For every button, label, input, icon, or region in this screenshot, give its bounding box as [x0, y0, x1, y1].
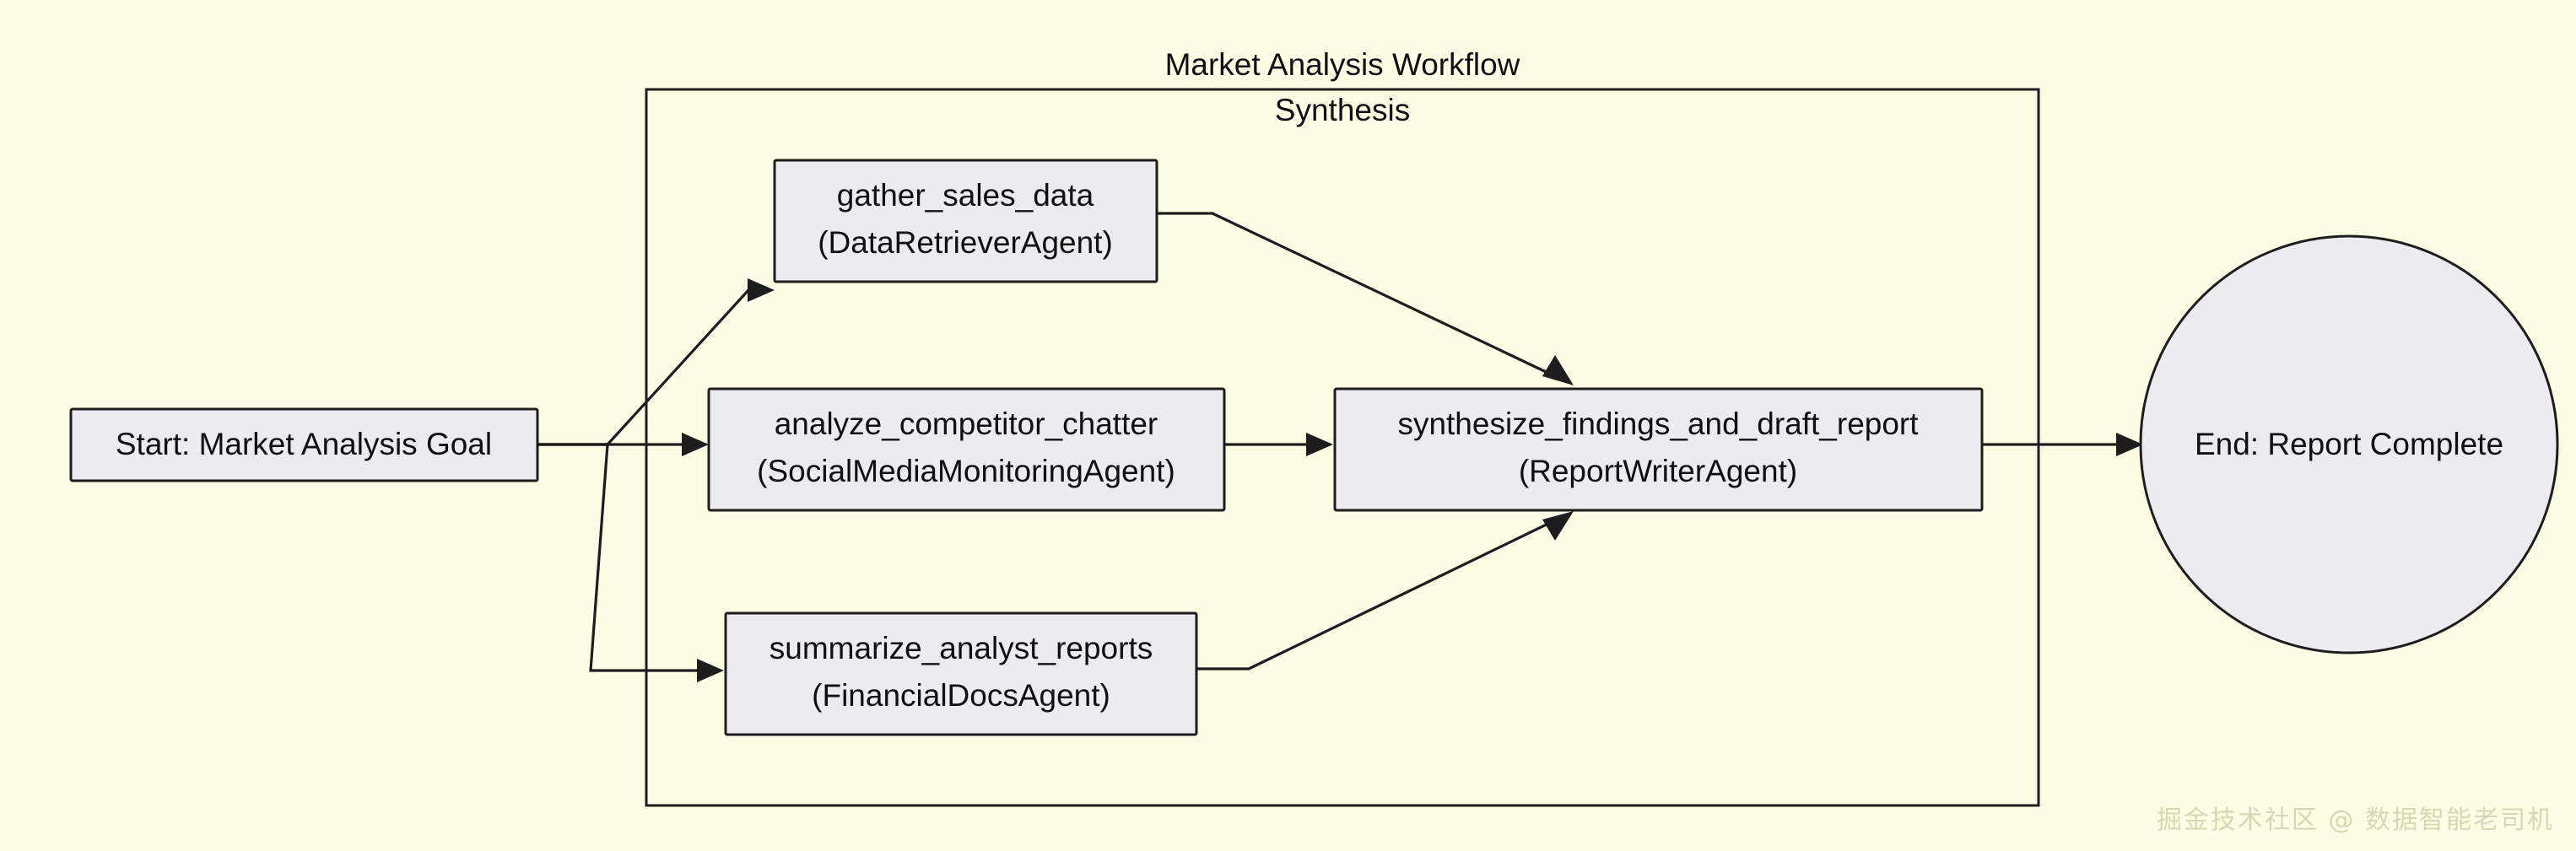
node-end-label: End: Report Complete	[2195, 427, 2503, 461]
subgraph-synthesis: Market Analysis Workflow Synthesis	[645, 47, 2040, 807]
arrow-head-icon	[682, 433, 709, 456]
watermark: 掘金技术社区 @ 数据智能老司机	[2156, 805, 2554, 835]
node-synthesize-label-line1: synthesize_findings_and_draft_report	[1397, 407, 1919, 441]
edge-group	[537, 212, 2143, 682]
node-start-label: Start: Market Analysis Goal	[116, 427, 492, 461]
node-gather-sales-data-label-line2: (DataRetrieverAgent)	[818, 225, 1113, 260]
node-summarize-analyst-reports-label-line1: summarize_analyst_reports	[770, 631, 1153, 665]
edge-path	[1157, 212, 1559, 380]
arrow-head-icon	[748, 278, 775, 302]
arrow-head-icon	[1542, 511, 1574, 541]
subgraph-title: Market Analysis Workflow	[1165, 47, 1520, 82]
arrow-head-icon	[697, 659, 724, 682]
subgraph-label: Synthesis	[1275, 93, 1410, 127]
node-synthesize-findings-and-draft-report[interactable]: synthesize_findings_and_draft_report (Re…	[1333, 387, 1984, 512]
node-gather-sales-data-shape[interactable]	[773, 159, 1158, 283]
node-summarize-analyst-reports-label-line2: (FinancialDocsAgent)	[812, 678, 1110, 713]
edge-path	[537, 443, 709, 672]
node-start-shape[interactable]	[69, 407, 539, 482]
arrow-head-icon	[1306, 433, 1333, 456]
node-analyze-competitor-chatter-shape[interactable]	[707, 387, 1226, 512]
edge-start-to-summarize-analyst-reports	[537, 443, 724, 682]
edge-gather-sales-data-to-synthesize	[1157, 212, 1574, 385]
arrow-head-icon	[1542, 355, 1574, 385]
arrow-head-icon	[2116, 433, 2143, 456]
node-summarize-analyst-reports[interactable]: summarize_analyst_reports (FinancialDocs…	[724, 611, 1198, 736]
edge-summarize-analyst-reports-to-synthesize	[1196, 511, 1574, 671]
node-synthesize-findings-and-draft-report-shape[interactable]	[1333, 387, 1984, 512]
edge-path	[1196, 517, 1559, 671]
subgraph-border	[645, 88, 2040, 807]
node-analyze-competitor-chatter-label-line1: analyze_competitor_chatter	[775, 407, 1158, 441]
node-gather-sales-data-label-line1: gather_sales_data	[837, 178, 1094, 213]
node-end-shape[interactable]	[2139, 234, 2559, 654]
node-gather-sales-data[interactable]: gather_sales_data (DataRetrieverAgent)	[773, 159, 1158, 283]
node-start[interactable]: Start: Market Analysis Goal	[69, 407, 539, 482]
node-summarize-analyst-reports-shape[interactable]	[724, 611, 1198, 736]
edge-analyze-competitor-chatter-to-synthesize	[1224, 433, 1333, 456]
node-analyze-competitor-chatter[interactable]: analyze_competitor_chatter (SocialMediaM…	[707, 387, 1226, 512]
node-end[interactable]: End: Report Complete	[2139, 234, 2559, 654]
node-analyze-competitor-chatter-label-line2: (SocialMediaMonitoringAgent)	[757, 454, 1175, 488]
edge-synthesize-to-end	[1982, 433, 2143, 456]
node-synthesize-label-line2: (ReportWriterAgent)	[1519, 454, 1797, 488]
